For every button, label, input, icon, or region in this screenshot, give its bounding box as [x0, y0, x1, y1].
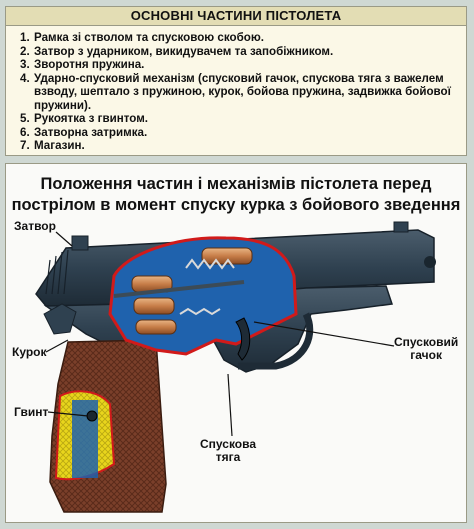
trigger-bar	[113, 280, 245, 298]
list-item: 4.Ударно-спусковий механізм (спусковий г…	[20, 71, 451, 112]
label-screw: Гвинт	[14, 405, 49, 419]
leader-lines	[45, 231, 395, 437]
label-trigger-bar: Спускова тяга	[200, 437, 257, 464]
parts-list: 1.Рамка зі стволом та спусковою скобою. …	[6, 26, 466, 153]
list-item: 5.Рукоятка з гвинтом.	[20, 112, 148, 125]
grip-screw-icon	[86, 410, 98, 422]
label-slide: Затвор	[14, 219, 56, 233]
mainspring	[179, 307, 221, 316]
muzzle	[424, 256, 436, 268]
rear-sight	[71, 235, 89, 251]
parts-panel-title: ОСНОВНІ ЧАСТИНИ ПІСТОЛЕТА	[6, 7, 466, 26]
trigger-guard	[238, 312, 314, 370]
parts-panel: ОСНОВНІ ЧАСТИНИ ПІСТОЛЕТА 1.Рамка зі ств…	[5, 6, 467, 156]
list-item: 6.Затворна затримка.	[20, 125, 148, 139]
diagram-title: Положення частин і механізмів пістолета …	[11, 175, 461, 214]
list-item: 1.Рамка зі стволом та спусковою скобою.	[20, 31, 264, 44]
label-trigger: Спусковий гачок	[394, 335, 459, 362]
recoil-spring	[185, 258, 235, 270]
pistol-cutaway-illustration	[35, 221, 436, 513]
list-item: 3.Зворотня пружина.	[20, 58, 145, 71]
hammer	[43, 303, 77, 335]
front-sight	[393, 221, 409, 233]
label-hammer: Курок	[12, 345, 47, 359]
trigger	[235, 317, 251, 361]
list-item: 7.Магазин.	[20, 139, 85, 152]
diagram-panel: Положення частин і механізмів пістолета …	[5, 163, 467, 523]
slide-serrations	[45, 249, 69, 295]
list-item: 2.Затвор з ударником, викидувачем та зап…	[20, 44, 334, 58]
